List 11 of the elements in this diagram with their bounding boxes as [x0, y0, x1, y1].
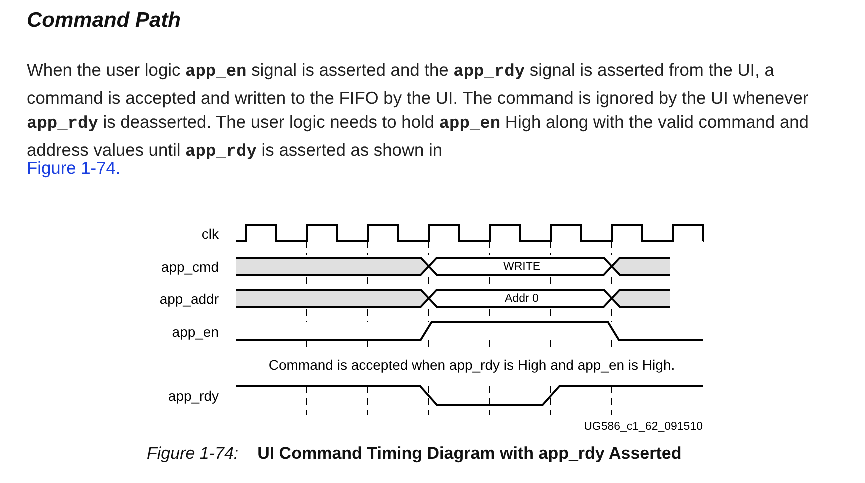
signal-name: clk — [202, 226, 219, 242]
section-heading: Command Path — [27, 9, 182, 33]
signal-name: app_en — [172, 324, 219, 340]
signal-name: app_rdy — [168, 388, 219, 404]
signal-name: app_cmd — [161, 259, 219, 275]
timing-note: Command is accepted when app_rdy is High and app_en is High. — [268, 357, 676, 373]
bus-value: Addr 0 — [505, 293, 539, 305]
figure-caption: Figure 1-74: UI Command Timing Diagram with app_rdy Asserted — [147, 444, 682, 464]
figure-id: UG586_c1_62_091510 — [584, 421, 703, 433]
bus-value: WRITE — [503, 261, 541, 273]
signal-name: app_addr — [160, 291, 219, 307]
